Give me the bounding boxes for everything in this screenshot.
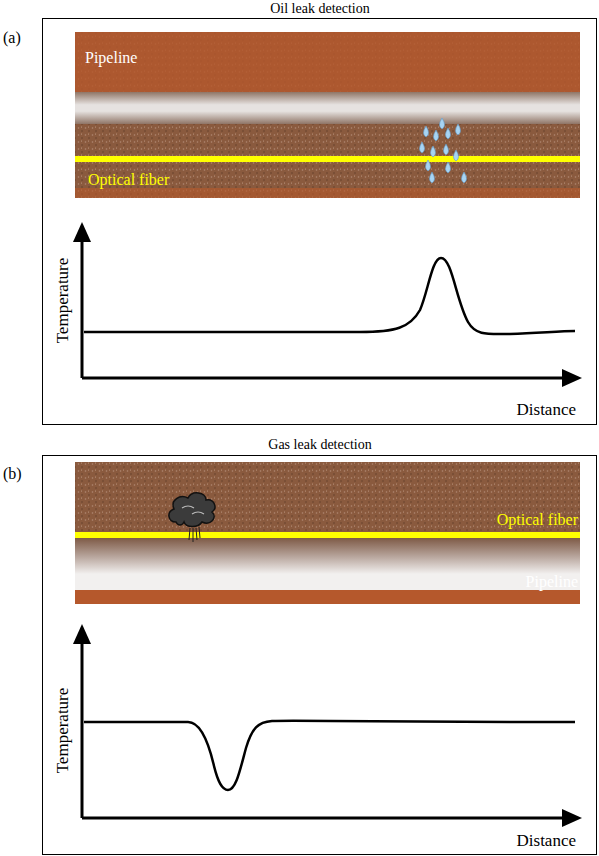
panel-frame	[43, 456, 597, 855]
chart-axes	[82, 238, 566, 378]
temperature-curve	[84, 258, 575, 334]
axis-label: Temperature	[55, 257, 72, 343]
axis-arrowhead	[562, 369, 582, 387]
pipeline-illustration	[75, 32, 580, 198]
axis-arrowhead	[562, 809, 582, 827]
panel-letter: (b)	[3, 466, 22, 482]
axis-arrowhead	[73, 624, 91, 644]
oil-droplets	[420, 118, 467, 183]
part-label: Pipeline	[85, 50, 137, 66]
pipeline-illustration	[75, 462, 580, 604]
temperature-curve	[84, 721, 575, 790]
part-label: Pipeline	[526, 574, 578, 590]
axis-label: Distance	[517, 401, 576, 418]
panel-title: Gas leak detection	[268, 438, 371, 452]
gas-cloud	[169, 493, 215, 542]
axis-label: Distance	[517, 832, 576, 849]
part-label: Optical fiber	[497, 512, 578, 528]
chart-axes	[82, 640, 566, 818]
panel-title: Oil leak detection	[270, 2, 370, 16]
axis-label: Temperature	[55, 687, 72, 773]
panel-frame	[43, 19, 597, 425]
part-label: Optical fiber	[88, 172, 169, 188]
axis-arrowhead	[73, 222, 91, 242]
panel-letter: (a)	[3, 30, 21, 46]
